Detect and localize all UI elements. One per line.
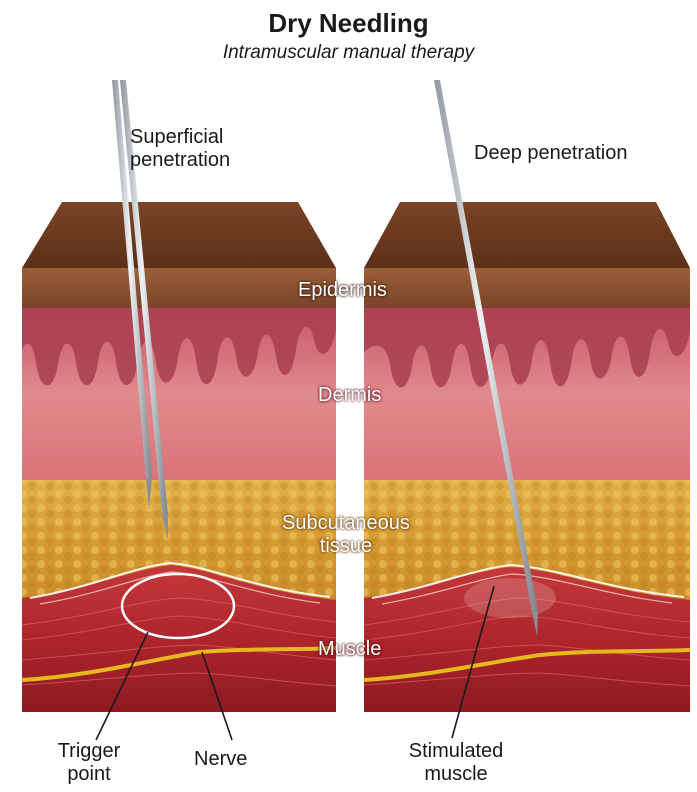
- subcutaneous-label: Subcutaneous tissue: [276, 512, 416, 558]
- stimulated-muscle-label-line1: Stimulated: [396, 740, 516, 763]
- subcutaneous-label-line1: Subcutaneous: [276, 512, 416, 535]
- superficial-caption: Superficial penetration: [130, 126, 230, 172]
- right-epidermis-layer: [364, 268, 690, 308]
- subcutaneous-label-line2: tissue: [276, 535, 416, 558]
- right-skin-surface: [364, 202, 690, 268]
- page-subtitle: Intramuscular manual therapy: [0, 42, 697, 64]
- nerve-label: Nerve: [194, 748, 247, 771]
- left-tissue-block: [22, 80, 336, 712]
- trigger-point-label: Trigger point: [44, 740, 134, 786]
- deep-caption: Deep penetration: [474, 142, 627, 165]
- stimulated-muscle-label-line2: muscle: [396, 763, 516, 786]
- trigger-point-label-line1: Trigger: [44, 740, 134, 763]
- stimulated-muscle-label: Stimulated muscle: [396, 740, 516, 786]
- stimulated-muscle-area: [464, 578, 556, 618]
- right-tissue-block: [364, 80, 690, 712]
- epidermis-label: Epidermis: [298, 279, 387, 302]
- trigger-point-label-line2: point: [44, 763, 134, 786]
- superficial-caption-line2: penetration: [130, 149, 230, 172]
- dermis-label: Dermis: [318, 384, 381, 407]
- left-epidermis-layer: [22, 268, 336, 308]
- left-skin-surface: [22, 202, 336, 268]
- page-title: Dry Needling: [0, 8, 697, 39]
- superficial-caption-line1: Superficial: [130, 126, 230, 149]
- muscle-label: Muscle: [318, 638, 381, 661]
